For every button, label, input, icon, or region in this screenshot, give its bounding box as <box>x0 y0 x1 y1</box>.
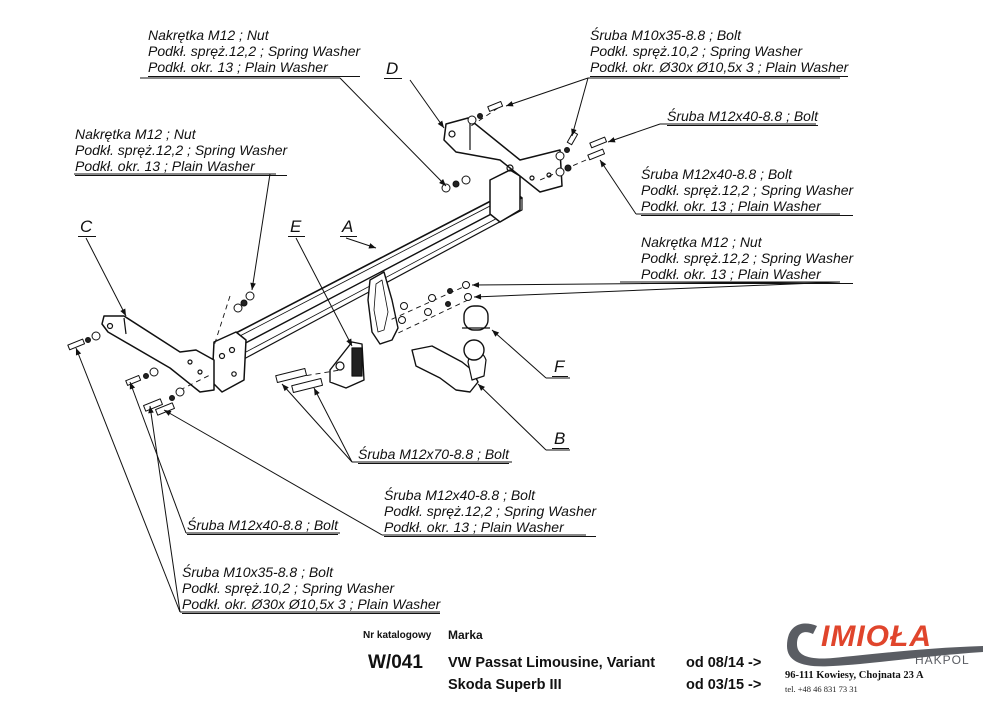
beam-right-end-plate <box>489 169 521 223</box>
part-label-a: A <box>340 218 358 237</box>
svg-text:HAKPOL: HAKPOL <box>915 653 970 667</box>
callout-line: Podkł. spręż.12,2 ; Spring Washer <box>75 142 288 158</box>
callout-line: Śruba M12x70-8.8 ; Bolt <box>358 446 509 464</box>
leader-lines <box>74 77 841 613</box>
bracket-c <box>101 315 215 393</box>
company-logo: IMIOŁA HAKPOL 96-111 Kowiesy, Chojnata 2… <box>783 612 983 702</box>
callout-line: Podkł. okr. 13 ; Plain Washer <box>641 266 854 284</box>
callout-line: Nakrętka M12 ; Nut <box>148 27 269 43</box>
callout-line: Podkł. spręż.10,2 ; Spring Washer <box>182 580 395 596</box>
callout-line: Podkł. okr. Ø30x Ø10,5x 3 ; Plain Washer <box>590 59 849 77</box>
callout-line: Podkł. okr. 13 ; Plain Washer <box>75 158 288 176</box>
callout-right-nut: Nakrętka M12 ; Nut Podkł. spręż.12,2 ; S… <box>641 234 854 284</box>
part-label-f: F <box>552 358 569 377</box>
catalog-number: W/041 <box>368 652 423 673</box>
callout-bottom-left-bolt-m12: Śruba M12x40-8.8 ; Bolt <box>187 517 338 535</box>
vehicle-name: VW Passat Limousine, Variant <box>448 655 656 671</box>
callout-center-bolt-m12x70: Śruba M12x70-8.8 ; Bolt <box>358 446 509 464</box>
svg-text:IMIOŁA: IMIOŁA <box>821 620 932 653</box>
callout-line: Podkł. spręż.12,2 ; Spring Washer <box>641 182 854 198</box>
part-label-c: C <box>78 218 97 237</box>
vehicle-from-date: od 08/14 -> <box>686 655 762 671</box>
tow-ball-neck-b <box>411 339 487 393</box>
callout-line: Podkł. okr. Ø30x Ø10,5x 3 ; Plain Washer <box>182 596 441 614</box>
callout-center-bolt-m12-set: Śruba M12x40-8.8 ; Bolt Podkł. spręż.12,… <box>384 487 597 537</box>
bracket-d <box>443 117 563 193</box>
vehicle-from-date: od 03/15 -> <box>686 677 762 693</box>
ball-cap-f <box>462 305 490 331</box>
callout-line: Podkł. spręż.12,2 ; Spring Washer <box>384 503 597 519</box>
callout-line: Podkł. spręż.12,2 ; Spring Washer <box>148 43 361 59</box>
company-address: 96-111 Kowiesy, Chojnata 23 A <box>785 670 924 681</box>
callout-line: Śruba M10x35-8.8 ; Bolt <box>590 27 741 43</box>
brand-label: Marka <box>448 628 483 642</box>
beam-left-end-plate <box>211 331 247 393</box>
part-label-e: E <box>288 218 306 237</box>
callout-top-right-bolt-m10: Śruba M10x35-8.8 ; Bolt Podkł. spręż.10,… <box>590 27 849 77</box>
callout-top-left-nut: Nakrętka M12 ; Nut Podkł. spręż.12,2 ; S… <box>148 27 361 77</box>
callout-bottom-left-bolt-m10: Śruba M10x35-8.8 ; Bolt Podkł. spręż.10,… <box>182 564 441 614</box>
callout-left-nut: Nakrętka M12 ; Nut Podkł. spręż.12,2 ; S… <box>75 126 288 176</box>
callout-line: Śruba M12x40-8.8 ; Bolt <box>667 108 818 126</box>
callout-line: Podkł. okr. 13 ; Plain Washer <box>148 59 361 77</box>
callout-right-bolt-m12-set: Śruba M12x40-8.8 ; Bolt Podkł. spręż.12,… <box>641 166 854 216</box>
center-hanger-bracket <box>367 271 399 345</box>
catalog-number-label: Nr katalogowy <box>363 630 432 641</box>
part-label-b: B <box>552 430 570 449</box>
callout-line: Podkł. spręż.12,2 ; Spring Washer <box>641 250 854 266</box>
callout-line: Podkł. okr. 13 ; Plain Washer <box>641 198 854 216</box>
socket-plate-e <box>329 341 365 389</box>
callout-line: Śruba M12x40-8.8 ; Bolt <box>187 517 338 535</box>
callout-line: Śruba M12x40-8.8 ; Bolt <box>641 166 792 182</box>
callout-line: Nakrętka M12 ; Nut <box>641 234 762 250</box>
callout-line: Nakrętka M12 ; Nut <box>75 126 196 142</box>
callout-line: Podkł. okr. 13 ; Plain Washer <box>384 519 597 537</box>
callout-right-bolt-m12-single: Śruba M12x40-8.8 ; Bolt <box>667 108 818 126</box>
part-label-d: D <box>384 60 403 79</box>
callout-line: Podkł. spręż.10,2 ; Spring Washer <box>590 43 803 59</box>
vehicle-name: Skoda Superb III <box>448 677 562 693</box>
callout-line: Śruba M10x35-8.8 ; Bolt <box>182 564 333 580</box>
imiola-hakpol-logo: IMIOŁA HAKPOL <box>787 620 983 667</box>
callout-line: Śruba M12x40-8.8 ; Bolt <box>384 487 535 503</box>
company-phone: tel. +48 46 831 73 31 <box>785 684 858 694</box>
